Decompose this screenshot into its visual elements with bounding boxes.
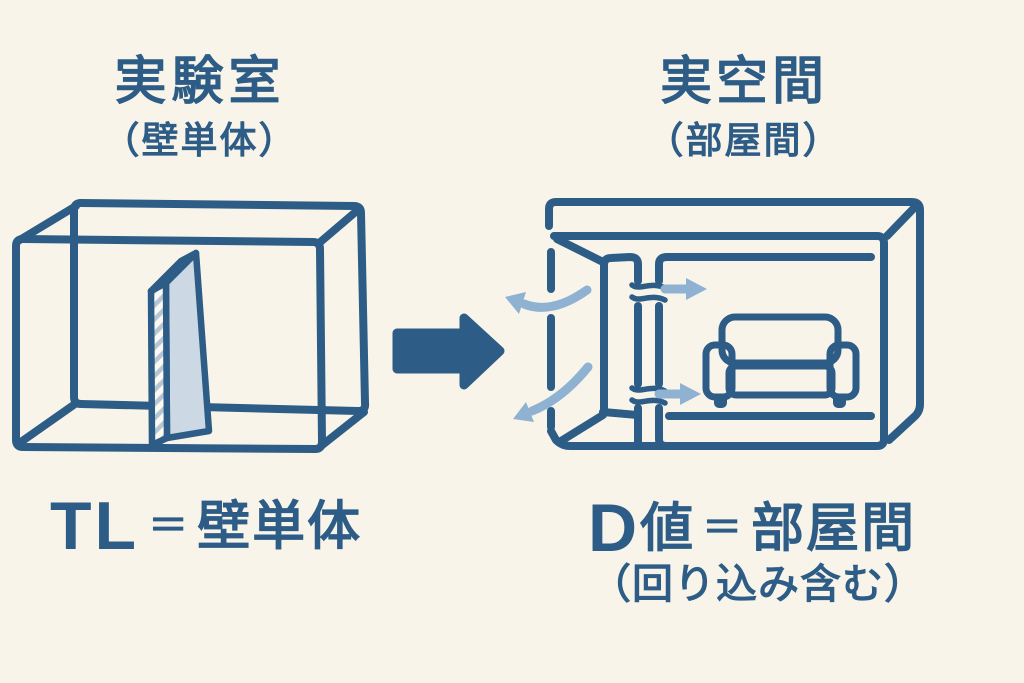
flanking-arrow-top-icon [505, 285, 592, 314]
sofa-armrest-left [702, 341, 736, 401]
lab-chamber-wireframe [12, 199, 370, 453]
right-formula-symbol: D [588, 490, 641, 566]
room-box-top-right-edge [883, 202, 920, 240]
left-formula-symbol: TL [50, 488, 140, 564]
right-formula-equals: ＝ [702, 506, 743, 550]
left-formula-equals: ＝ [148, 504, 189, 548]
lab-box-front-face [12, 235, 326, 453]
test-wall-panel [147, 249, 213, 449]
right-title: 実空間 [659, 53, 828, 111]
left-formula: TL ＝ 壁単体 [50, 484, 362, 568]
left-formula-term: 壁単体 [197, 496, 363, 556]
transmission-arrow-bottom-icon [654, 383, 701, 405]
right-formula-note: （回り込み含む） [590, 561, 926, 607]
transmission-arrow-top-icon [660, 278, 707, 300]
wall-to-corner-diagonals [553, 235, 607, 445]
wall-panel-face [162, 249, 213, 442]
sofa-seat [725, 362, 836, 399]
left-title: 実験室 [114, 53, 286, 111]
right-formula-symbol-suffix: 値 [640, 498, 694, 558]
right-subtitle: （部屋間） [646, 120, 842, 161]
inner-room-outline [655, 253, 875, 450]
lab-box-depth-edges [14, 202, 368, 450]
left-subtitle: （壁単体） [102, 120, 298, 161]
sofa [702, 313, 860, 408]
right-formula: D 値 ＝ 部屋間 [588, 488, 916, 568]
flanking-arrow-bottom-icon [513, 362, 593, 422]
separating-wall-base [599, 408, 641, 419]
sofa-armrest-right [826, 341, 860, 401]
center-right-arrow-icon [392, 313, 505, 390]
sofa-backrest [718, 313, 842, 367]
real-room-box [545, 198, 924, 450]
wall-panel-hatched-edge [147, 279, 171, 449]
right-formula-term: 部屋間 [751, 498, 917, 558]
